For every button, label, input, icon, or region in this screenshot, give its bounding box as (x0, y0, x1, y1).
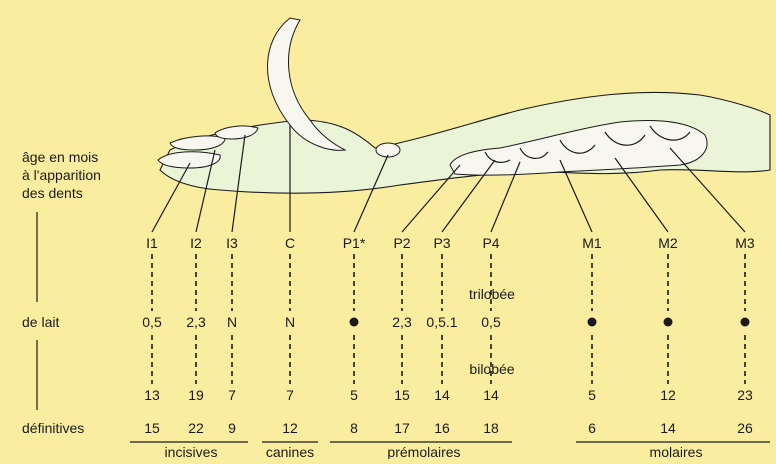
milk-age-i3: N (227, 314, 237, 330)
age-label-line3: des dents (22, 185, 83, 201)
molars-label: molaires (650, 444, 703, 459)
permanent-lower-age-p4: 18 (483, 420, 499, 436)
tooth-label-i3: I3 (226, 235, 238, 251)
tooth-label-m3: M3 (735, 235, 755, 251)
milk-teeth-label: de lait (22, 314, 59, 330)
milk-age-p4: 0,5 (481, 314, 501, 330)
permanent-lower-age-p1: 8 (350, 420, 358, 436)
permanent-upper-age-i1: 13 (144, 387, 160, 403)
canines-label: canines (266, 444, 314, 459)
milk-age-p2: 2,3 (392, 314, 412, 330)
tooth-label-i1: I1 (146, 235, 158, 251)
tooth-label-p1: P1* (343, 235, 366, 251)
premolars-label: prémolaires (387, 444, 460, 459)
permanent-lower-age-p2: 17 (394, 420, 410, 436)
age-label-line1: âge en mois (22, 149, 98, 165)
tooth-label-p3: P3 (433, 235, 450, 251)
permanent-upper-age-m2: 12 (660, 387, 676, 403)
tooth-label-m1: M1 (582, 235, 602, 251)
tooth-label-p4: P4 (482, 235, 499, 251)
permanent-lower-age-i1: 15 (144, 420, 160, 436)
permanent-lower-age-i2: 22 (188, 420, 204, 436)
permanent-lower-age-c: 12 (282, 420, 298, 436)
milk-age-i2: 2,3 (186, 314, 206, 330)
milk-absent-dot-m3 (741, 318, 750, 327)
permanent-upper-age-p4: 14 (483, 387, 499, 403)
permanent-upper-age-p2: 15 (394, 387, 410, 403)
incisors-label: incisives (165, 444, 218, 459)
permanent-upper-age-m1: 5 (588, 387, 596, 403)
permanent-upper-age-p3: 14 (434, 387, 450, 403)
tooth-columns: I1 0,5 13 15 I2 2,3 19 22 I3N 7 9 C N 7 12 P1* 5 8 P2 2,3 15… (142, 235, 755, 436)
permanent-teeth-label: définitives (22, 420, 84, 436)
age-label-line2: à l'apparition (22, 167, 101, 183)
permanent-upper-age-i2: 19 (188, 387, 204, 403)
tooth-label-p2: P2 (393, 235, 410, 251)
milk-age-p3: 0,5.1 (426, 314, 457, 330)
tooth-label-c: C (285, 235, 295, 251)
permanent-lower-age-m1: 6 (588, 420, 596, 436)
permanent-lower-age-p3: 16 (434, 420, 450, 436)
tooth-label-m2: M2 (658, 235, 678, 251)
premolar-1-tooth (376, 143, 400, 157)
milk-age-i1: 0,5 (142, 314, 162, 330)
bilobed-annotation: bilobée (469, 361, 514, 377)
permanent-lower-age-m3: 26 (737, 420, 753, 436)
milk-absent-dot-m1 (588, 318, 597, 327)
permanent-upper-age-m3: 23 (737, 387, 753, 403)
permanent-upper-age-c: 7 (286, 387, 294, 403)
milk-age-c: N (285, 314, 295, 330)
milk-absent-dot-p1 (350, 318, 359, 327)
permanent-upper-age-i3: 7 (228, 387, 236, 403)
tooth-label-i2: I2 (190, 235, 202, 251)
milk-absent-dot-m2 (664, 318, 673, 327)
permanent-lower-age-i3: 9 (228, 420, 236, 436)
trilobed-annotation: trilobée (469, 286, 515, 302)
permanent-upper-age-p1: 5 (350, 387, 358, 403)
permanent-lower-age-m2: 14 (660, 420, 676, 436)
